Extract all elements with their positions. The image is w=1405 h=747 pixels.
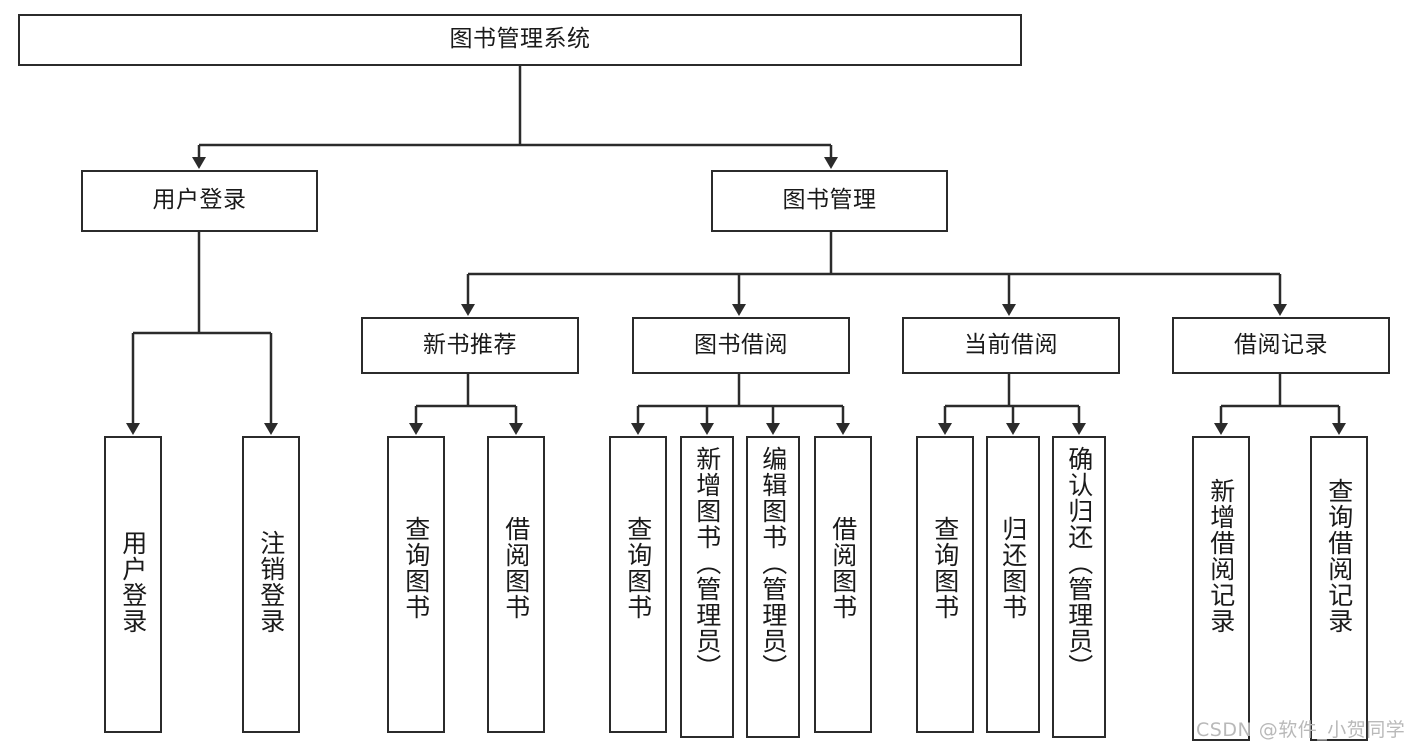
node-leaf-edit-book-admin-label: 编辑图书（管理员）: [758, 446, 788, 680]
node-leaf-return-book[interactable]: 归还图书: [986, 436, 1040, 733]
node-leaf-query-book-current[interactable]: 查询图书: [916, 436, 974, 733]
node-leaf-confirm-return-admin[interactable]: 确认归还（管理员）: [1052, 436, 1106, 738]
node-leaf-add-book-admin[interactable]: 新增图书（管理员）: [680, 436, 734, 738]
node-leaf-confirm-return-admin-label: 确认归还（管理员）: [1064, 446, 1094, 680]
node-leaf-borrow-book-recommend[interactable]: 借阅图书: [487, 436, 545, 733]
node-borrow-record-label: 借阅记录: [1234, 331, 1328, 358]
node-current-borrow[interactable]: 当前借阅: [902, 317, 1120, 374]
node-book-borrow[interactable]: 图书借阅: [632, 317, 850, 374]
node-new-book-recommend-label: 新书推荐: [423, 331, 517, 358]
node-book-management-label: 图书管理: [782, 187, 877, 214]
node-leaf-user-login[interactable]: 用户登录: [104, 436, 162, 733]
node-leaf-borrow-book-recommend-label: 借阅图书: [501, 516, 531, 620]
node-book-borrow-label: 图书借阅: [694, 331, 788, 358]
node-current-borrow-label: 当前借阅: [964, 331, 1058, 358]
node-user-login-label: 用户登录: [152, 187, 247, 214]
node-book-management[interactable]: 图书管理: [711, 170, 948, 232]
node-leaf-query-book-recommend[interactable]: 查询图书: [387, 436, 445, 733]
node-new-book-recommend[interactable]: 新书推荐: [361, 317, 579, 374]
node-leaf-query-book-recommend-label: 查询图书: [401, 516, 431, 620]
node-leaf-user-login-label: 用户登录: [118, 530, 148, 634]
csdn-watermark: CSDN @软件_小贺同学: [1196, 719, 1405, 741]
node-leaf-query-book-borrow-label: 查询图书: [623, 516, 653, 620]
node-leaf-add-borrow-record[interactable]: 新增借阅记录: [1192, 436, 1250, 741]
node-root-label: 图书管理系统: [449, 26, 591, 53]
node-leaf-query-borrow-record-label: 查询借阅记录: [1324, 478, 1354, 634]
node-leaf-query-book-current-label: 查询图书: [930, 516, 960, 620]
node-leaf-add-borrow-record-label: 新增借阅记录: [1206, 478, 1236, 634]
node-leaf-query-borrow-record[interactable]: 查询借阅记录: [1310, 436, 1368, 741]
node-root[interactable]: 图书管理系统: [18, 14, 1022, 66]
node-borrow-record[interactable]: 借阅记录: [1172, 317, 1390, 374]
node-leaf-logout-login-label: 注销登录: [256, 530, 286, 634]
node-leaf-add-book-admin-label: 新增图书（管理员）: [692, 446, 722, 680]
node-leaf-query-book-borrow[interactable]: 查询图书: [609, 436, 667, 733]
node-leaf-return-book-label: 归还图书: [998, 516, 1028, 620]
node-leaf-edit-book-admin[interactable]: 编辑图书（管理员）: [746, 436, 800, 738]
node-leaf-logout-login[interactable]: 注销登录: [242, 436, 300, 733]
node-user-login[interactable]: 用户登录: [81, 170, 318, 232]
node-leaf-borrow-book[interactable]: 借阅图书: [814, 436, 872, 733]
node-leaf-borrow-book-label: 借阅图书: [828, 516, 858, 620]
